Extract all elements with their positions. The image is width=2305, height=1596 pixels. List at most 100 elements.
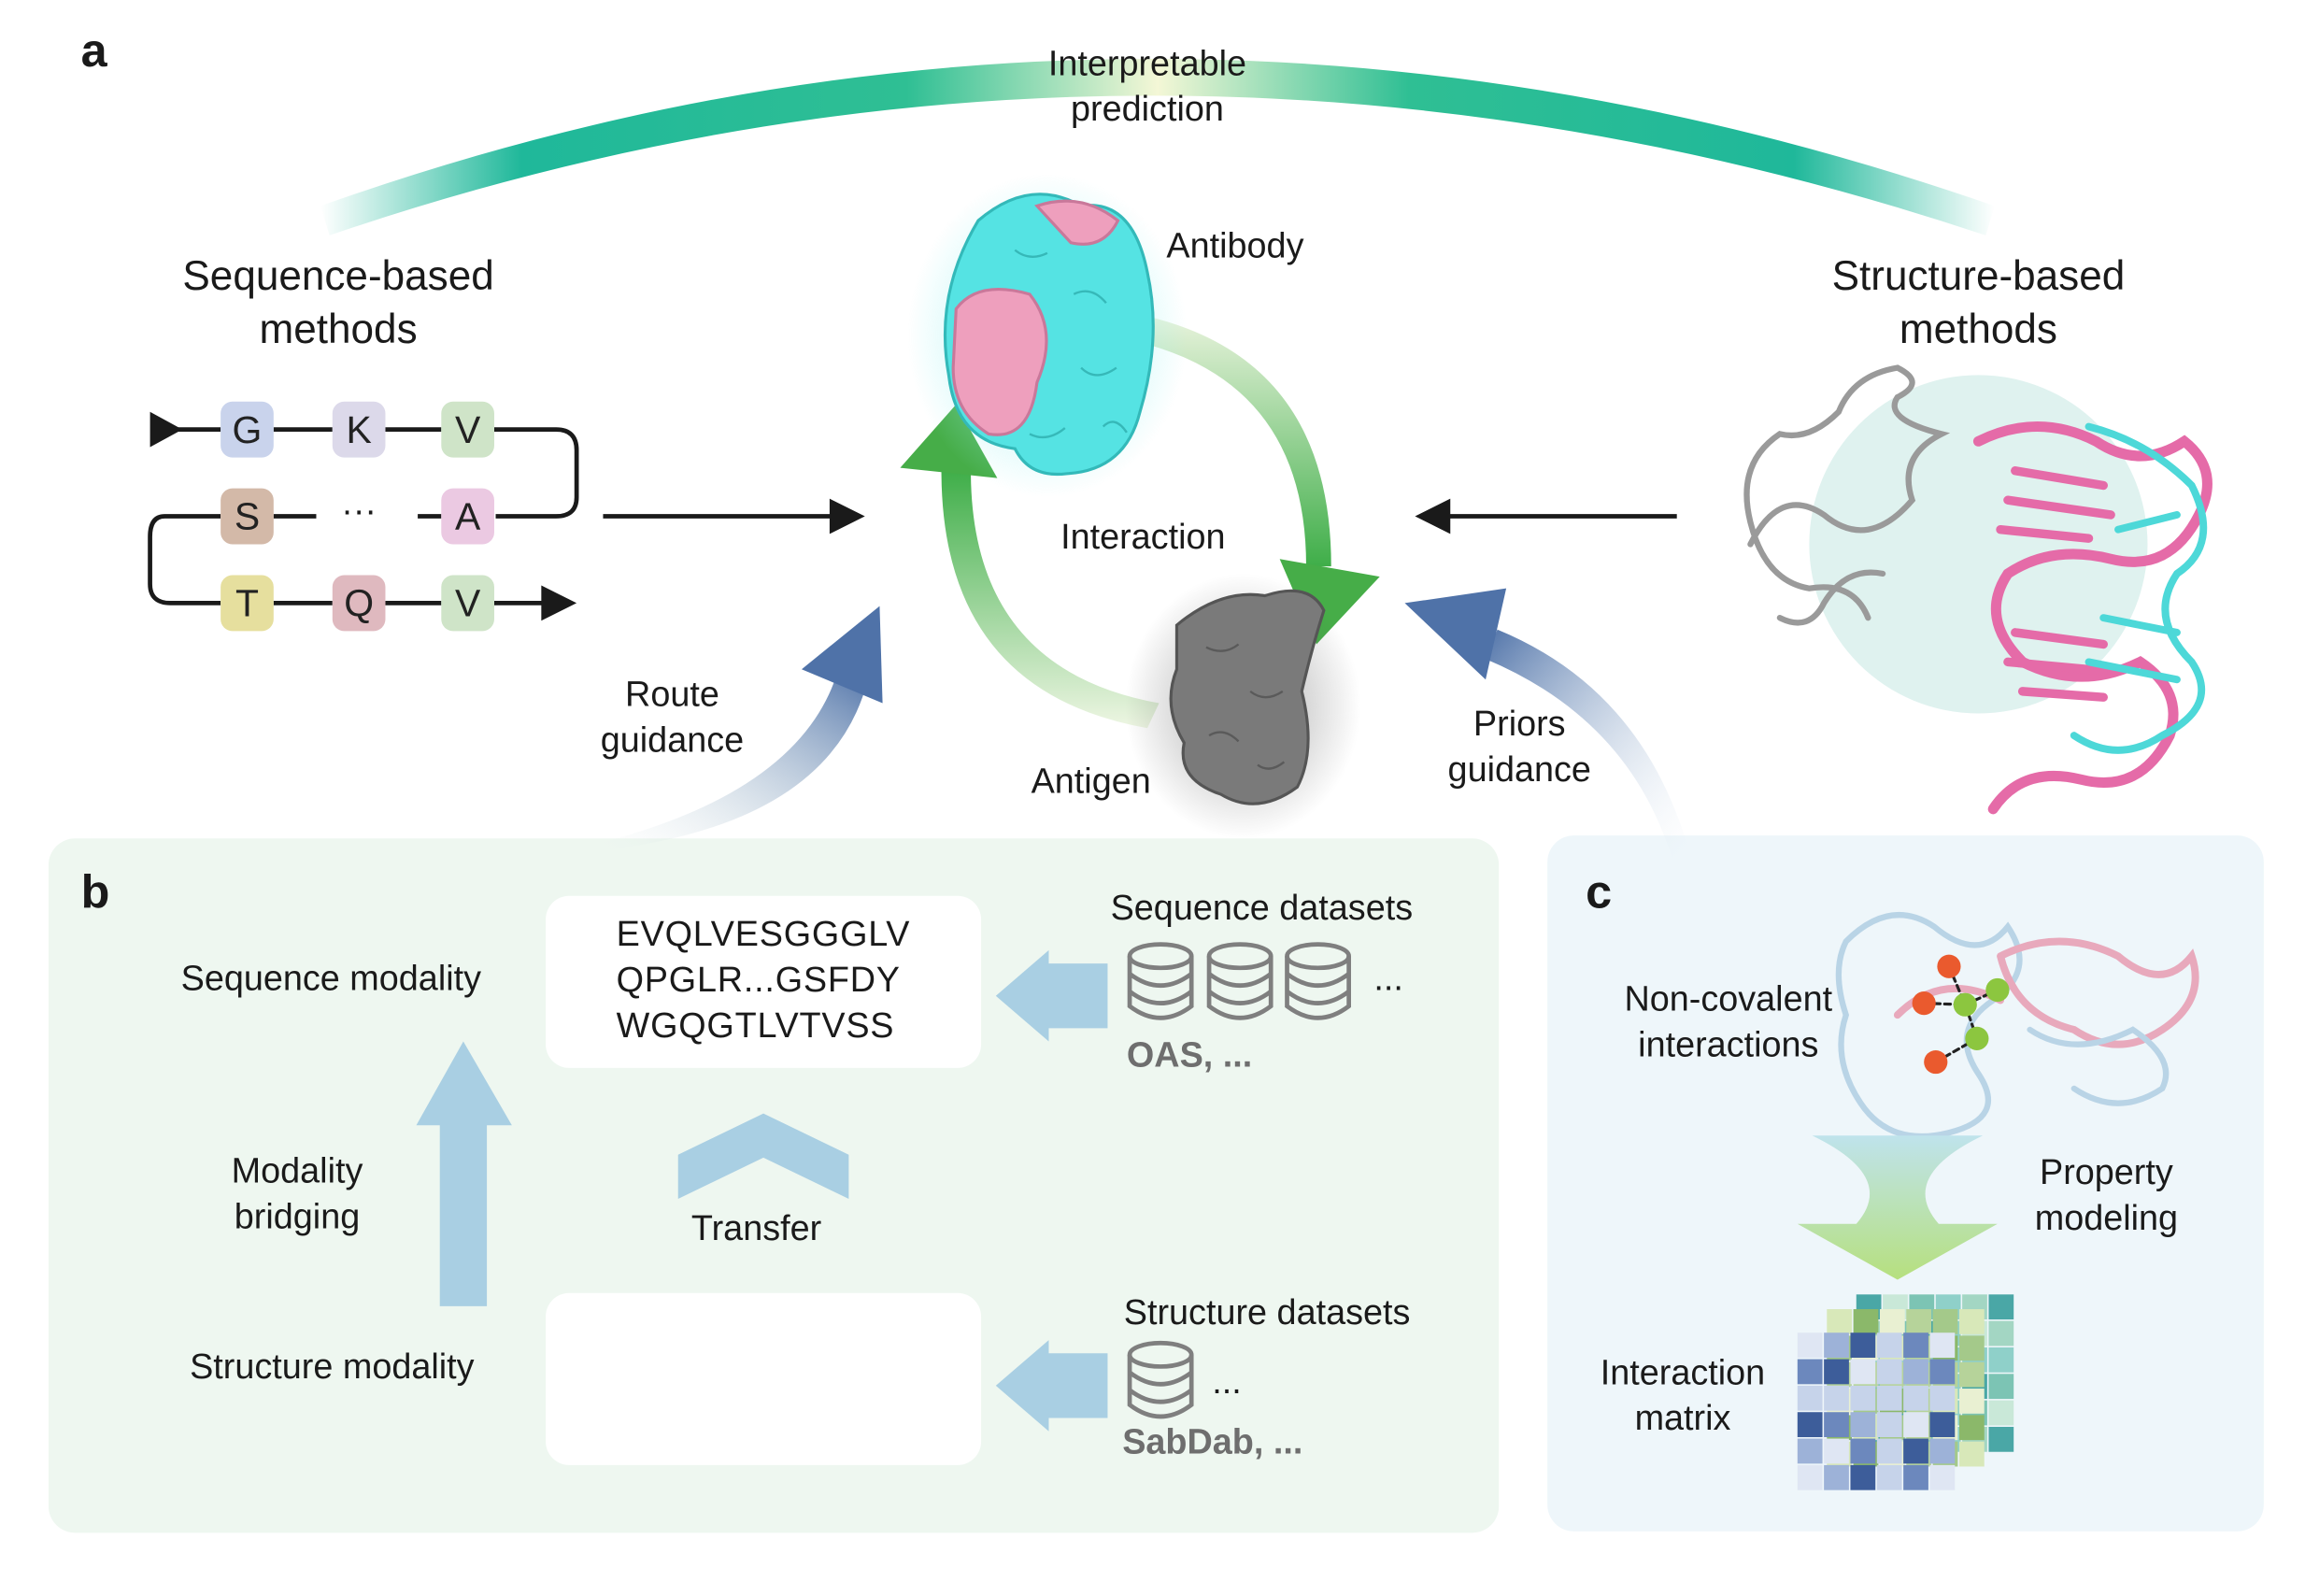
residue-box: S — [221, 488, 274, 545]
matrix-cell — [1824, 1359, 1849, 1385]
struct-to-center-arrow — [1415, 498, 1451, 534]
matrix-cell — [1903, 1359, 1928, 1385]
matrix-cell — [1903, 1385, 1928, 1411]
matrix-cell — [1929, 1332, 1956, 1358]
chain-start-arrow — [149, 411, 183, 448]
residue-box: V — [441, 575, 494, 632]
interpretable-arc — [320, 58, 1995, 235]
matrix-cell — [1988, 1320, 2014, 1347]
matrix-cell — [1903, 1464, 1928, 1490]
matrix-cell — [1958, 1389, 1985, 1414]
priors-guidance-arrow — [1486, 629, 1692, 865]
sequence-line: QPGLR...GSFDY — [616, 960, 901, 1001]
matrix-heatmap-icon — [1797, 1294, 2014, 1490]
residue-box: V — [441, 401, 494, 458]
structure-datasets-ellipsis: ... — [1212, 1361, 1242, 1403]
transfer-chevron — [677, 1113, 849, 1199]
matrix-cell — [1958, 1309, 1985, 1334]
matrix-cell — [1797, 1412, 1823, 1437]
structure-datasets-label: Structure datasets — [1123, 1292, 1411, 1333]
residue-box: Q — [332, 575, 386, 632]
chain-end-arrow — [541, 585, 577, 621]
residue-box: T — [221, 575, 274, 632]
matrix-cell — [1876, 1438, 1902, 1464]
matrix-cell — [1988, 1426, 2014, 1452]
matrix-cell — [1850, 1412, 1876, 1437]
structure-dataset-arrow — [995, 1340, 1108, 1432]
matrix-cell — [1879, 1309, 1905, 1334]
sequence-datasets-ellipsis: ... — [1373, 959, 1403, 999]
residue-ellipsis: ··· — [341, 491, 377, 532]
matrix-cell — [1932, 1309, 1958, 1334]
matrix-cell — [1988, 1347, 2014, 1373]
matrix-cell — [1958, 1441, 1985, 1467]
sequence-card: EVQLVESGGGLV QPGLR...GSFDY WGQGTLVTVSS — [546, 895, 982, 1068]
route-guidance-arrow — [588, 669, 868, 850]
matrix-cell — [1958, 1415, 1985, 1441]
database-icon — [1127, 942, 1351, 1419]
matrix-cell — [1903, 1438, 1928, 1464]
matrix-cell — [1827, 1309, 1853, 1334]
antibody-label: Antibody — [1166, 226, 1304, 266]
interaction-label: Interaction — [1060, 518, 1226, 558]
residue-box: A — [441, 488, 494, 545]
matrix-cell — [1929, 1438, 1956, 1464]
antibody-surface-icon — [943, 192, 1155, 477]
sequence-modality-label: Sequence modality — [180, 959, 482, 999]
matrix-cell — [1876, 1385, 1902, 1411]
matrix-cell — [1906, 1309, 1932, 1334]
matrix-cell — [1850, 1464, 1876, 1490]
matrix-cell — [1929, 1385, 1956, 1411]
antigen-surface-icon — [1169, 589, 1326, 805]
antigen-label: Antigen — [1031, 762, 1151, 802]
modality-bridging-arrow — [416, 1041, 512, 1306]
matrix-cell — [1988, 1374, 2014, 1400]
matrix-cell — [1797, 1359, 1823, 1385]
matrix-cell — [1797, 1332, 1823, 1358]
ribbon-structure-icon — [1743, 364, 2213, 815]
matrix-cell — [1929, 1359, 1956, 1385]
matrix-cell — [1850, 1438, 1876, 1464]
matrix-cell — [1958, 1335, 1985, 1361]
property-modeling-funnel — [1797, 1135, 1998, 1280]
matrix-cell — [1988, 1294, 2014, 1320]
matrix-cell — [1797, 1385, 1823, 1411]
noncovalent-structure-icon — [1835, 912, 2199, 1140]
sequence-datasets-example: OAS, ... — [1126, 1035, 1253, 1076]
matrix-cell — [1824, 1332, 1849, 1358]
transfer-label: Transfer — [690, 1208, 822, 1249]
matrix-cell — [1988, 1400, 2014, 1426]
matrix-cell — [1903, 1412, 1928, 1437]
matrix-cell — [1824, 1412, 1849, 1437]
sequence-datasets-label: Sequence datasets — [1110, 888, 1414, 929]
sequence-dataset-arrow — [995, 949, 1108, 1042]
matrix-cell — [1824, 1438, 1849, 1464]
matrix-cell — [1824, 1385, 1849, 1411]
matrix-cell — [1903, 1332, 1928, 1358]
matrix-cell — [1850, 1359, 1876, 1385]
matrix-cell — [1824, 1464, 1849, 1490]
matrix-cell — [1876, 1412, 1902, 1437]
matrix-cell — [1958, 1361, 1985, 1388]
matrix-cell — [1876, 1359, 1902, 1385]
structure-datasets-example: SabDab, ... — [1122, 1422, 1303, 1462]
structure-card — [546, 1292, 982, 1465]
matrix-cell — [1797, 1438, 1823, 1464]
panel-label-a: a — [80, 23, 107, 77]
matrix-cell — [1850, 1385, 1876, 1411]
matrix-cell — [1929, 1412, 1956, 1437]
sequence-chain — [148, 427, 579, 606]
panel-label-b: b — [80, 864, 110, 919]
matrix-cell — [1797, 1464, 1823, 1490]
matrix-cell — [1876, 1464, 1902, 1490]
